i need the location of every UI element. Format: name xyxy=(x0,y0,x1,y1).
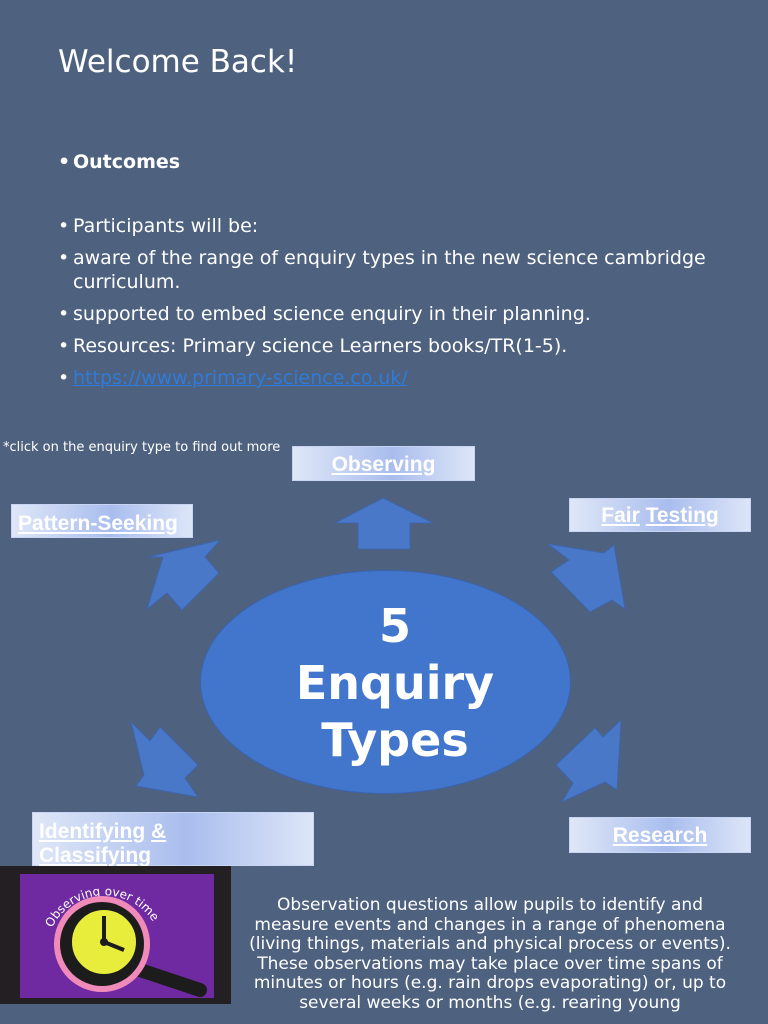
observation-description: Observation questions allow pupils to id… xyxy=(240,895,740,1013)
click-instruction: *click on the enquiry type to find out m… xyxy=(3,440,281,455)
fair-testing-button[interactable]: Fair Testing xyxy=(569,498,751,532)
arrow-down-left-icon xyxy=(130,720,200,798)
bullet-resources: Resources: Primary science Learners book… xyxy=(58,334,718,358)
identifying-classifying-button[interactable]: Identifying & Classifying xyxy=(32,812,314,867)
arrow-down-right-icon xyxy=(555,718,622,804)
observing-over-time-thumbnail[interactable]: Observing over time xyxy=(0,866,231,1004)
research-button[interactable]: Research xyxy=(569,817,751,853)
enquiry-hub xyxy=(200,570,571,794)
bullet-link: https://www.primary-science.co.uk/ xyxy=(58,366,718,390)
bullet-supported: supported to embed science enquiry in th… xyxy=(58,302,718,326)
observing-label: Observing xyxy=(331,453,436,476)
description-paragraph-2: These observations may take place over t… xyxy=(253,953,727,1013)
outcomes-list: Outcomes Participants will be: aware of … xyxy=(58,150,718,398)
bullet-aware: aware of the range of enquiry types in t… xyxy=(58,246,718,294)
magnifying-glass-clock-icon xyxy=(54,896,207,997)
observing-button[interactable]: Observing xyxy=(292,446,475,481)
classifying-label: Classifying xyxy=(39,844,152,867)
bullet-outcomes: Outcomes xyxy=(58,150,718,174)
pattern-seeking-button[interactable]: Pattern-Seeking xyxy=(11,504,193,538)
description-paragraph-1: Observation questions allow pupils to id… xyxy=(249,895,731,954)
ampersand-label: & xyxy=(151,820,167,843)
hub-word-types: Types xyxy=(321,713,469,767)
pattern-seeking-label: Pattern-Seeking xyxy=(18,512,178,535)
research-label: Research xyxy=(612,824,708,847)
identifying-label: Identifying xyxy=(39,820,146,843)
primary-science-link[interactable]: https://www.primary-science.co.uk/ xyxy=(73,367,408,389)
hub-number: 5 xyxy=(378,599,411,653)
testing-label: Testing xyxy=(645,504,719,527)
arrow-up-icon xyxy=(334,497,434,550)
slide-title: Welcome Back! xyxy=(58,44,298,80)
hub-word-enquiry: Enquiry xyxy=(295,656,495,710)
bullet-participants: Participants will be: xyxy=(58,214,718,238)
hub-label: 5 Enquiry Types xyxy=(290,598,500,769)
arrow-up-left-icon xyxy=(146,539,222,611)
arrow-up-right-icon xyxy=(547,543,626,613)
fair-label: Fair xyxy=(601,504,640,527)
